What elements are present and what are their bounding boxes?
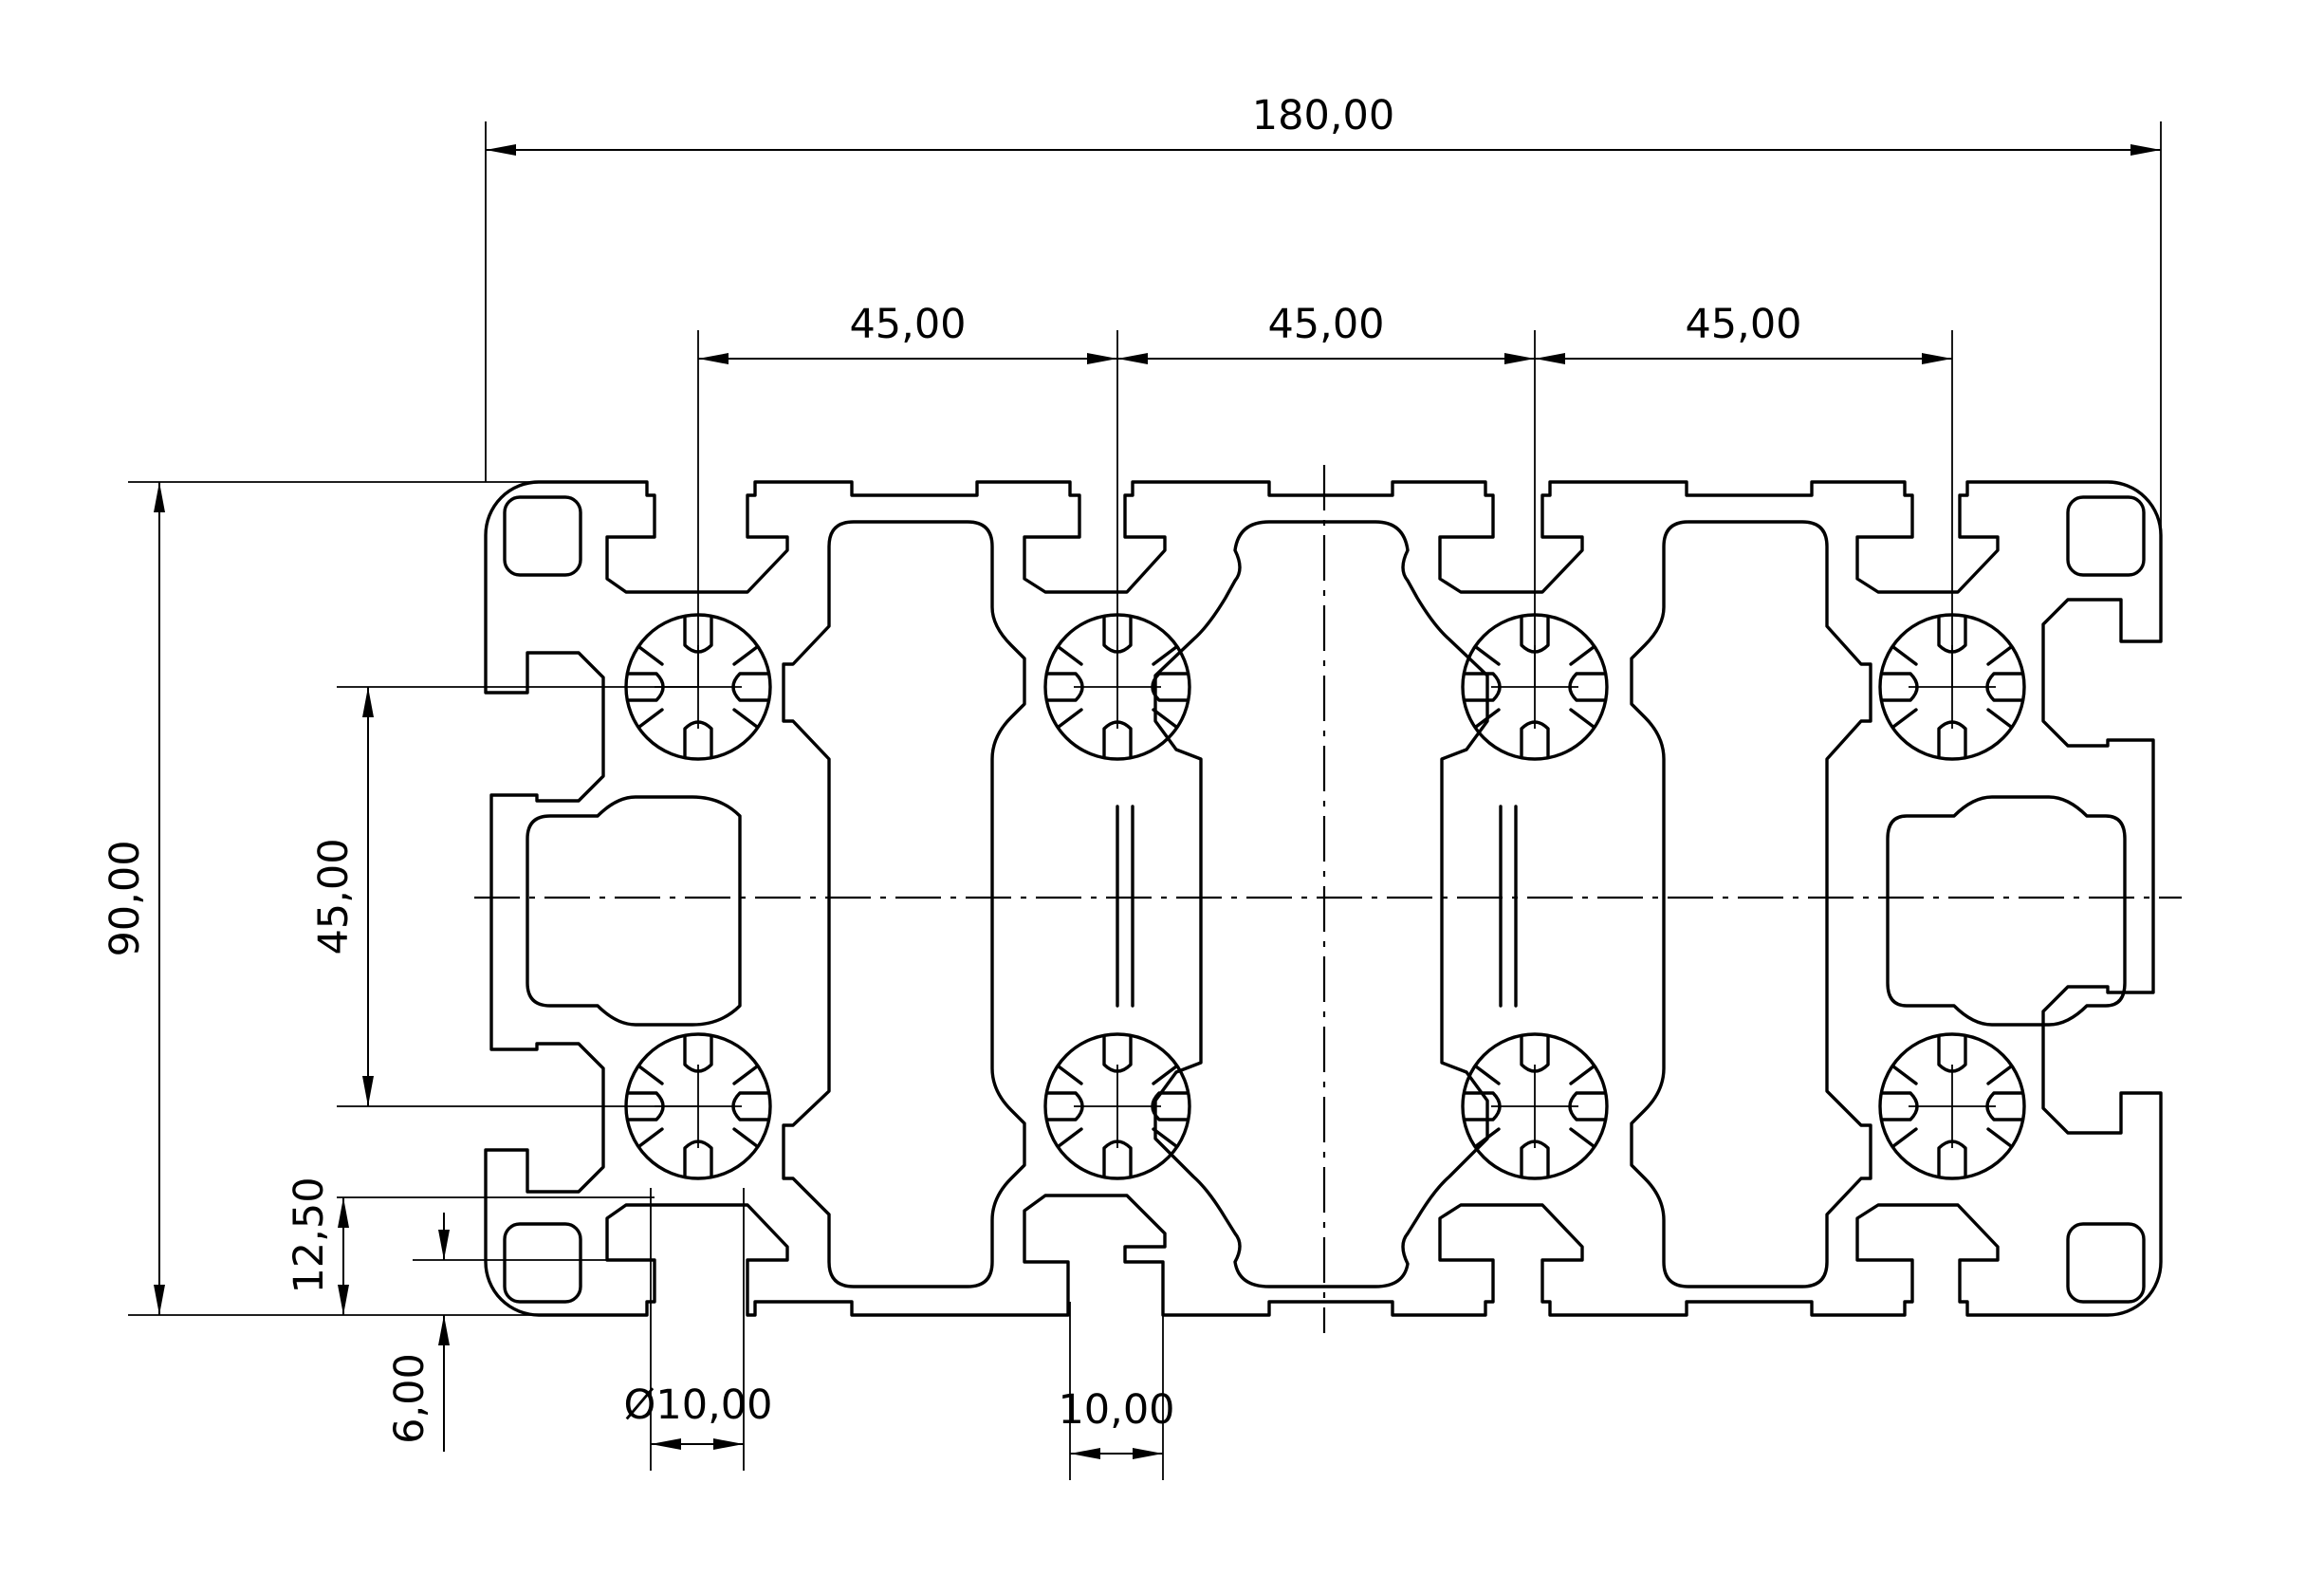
dim-pitch-3: 45,00 [1685,301,1801,348]
dim-core-bore: Ø10,00 [624,1381,773,1429]
dim-vertical-pitch: 45,00 [310,838,358,955]
dim-overall-height: 90,00 [101,840,149,956]
center-lines [474,465,2182,1333]
dim-slot-lip: 6,00 [386,1353,433,1444]
dim-pitch-1: 45,00 [849,301,966,348]
dimension-lines [154,144,2161,1459]
dim-pitch-2: 45,00 [1267,301,1384,348]
dim-slot-width: 10,00 [1058,1386,1174,1434]
dimension-labels: 180,00 45,00 45,00 45,00 90,00 45,00 12,… [101,92,1802,1444]
dim-slot-depth: 12,50 [286,1177,333,1293]
profile-outline [484,480,2163,1317]
dim-overall-width: 180,00 [1252,92,1394,139]
extension-lines [128,121,2162,1480]
